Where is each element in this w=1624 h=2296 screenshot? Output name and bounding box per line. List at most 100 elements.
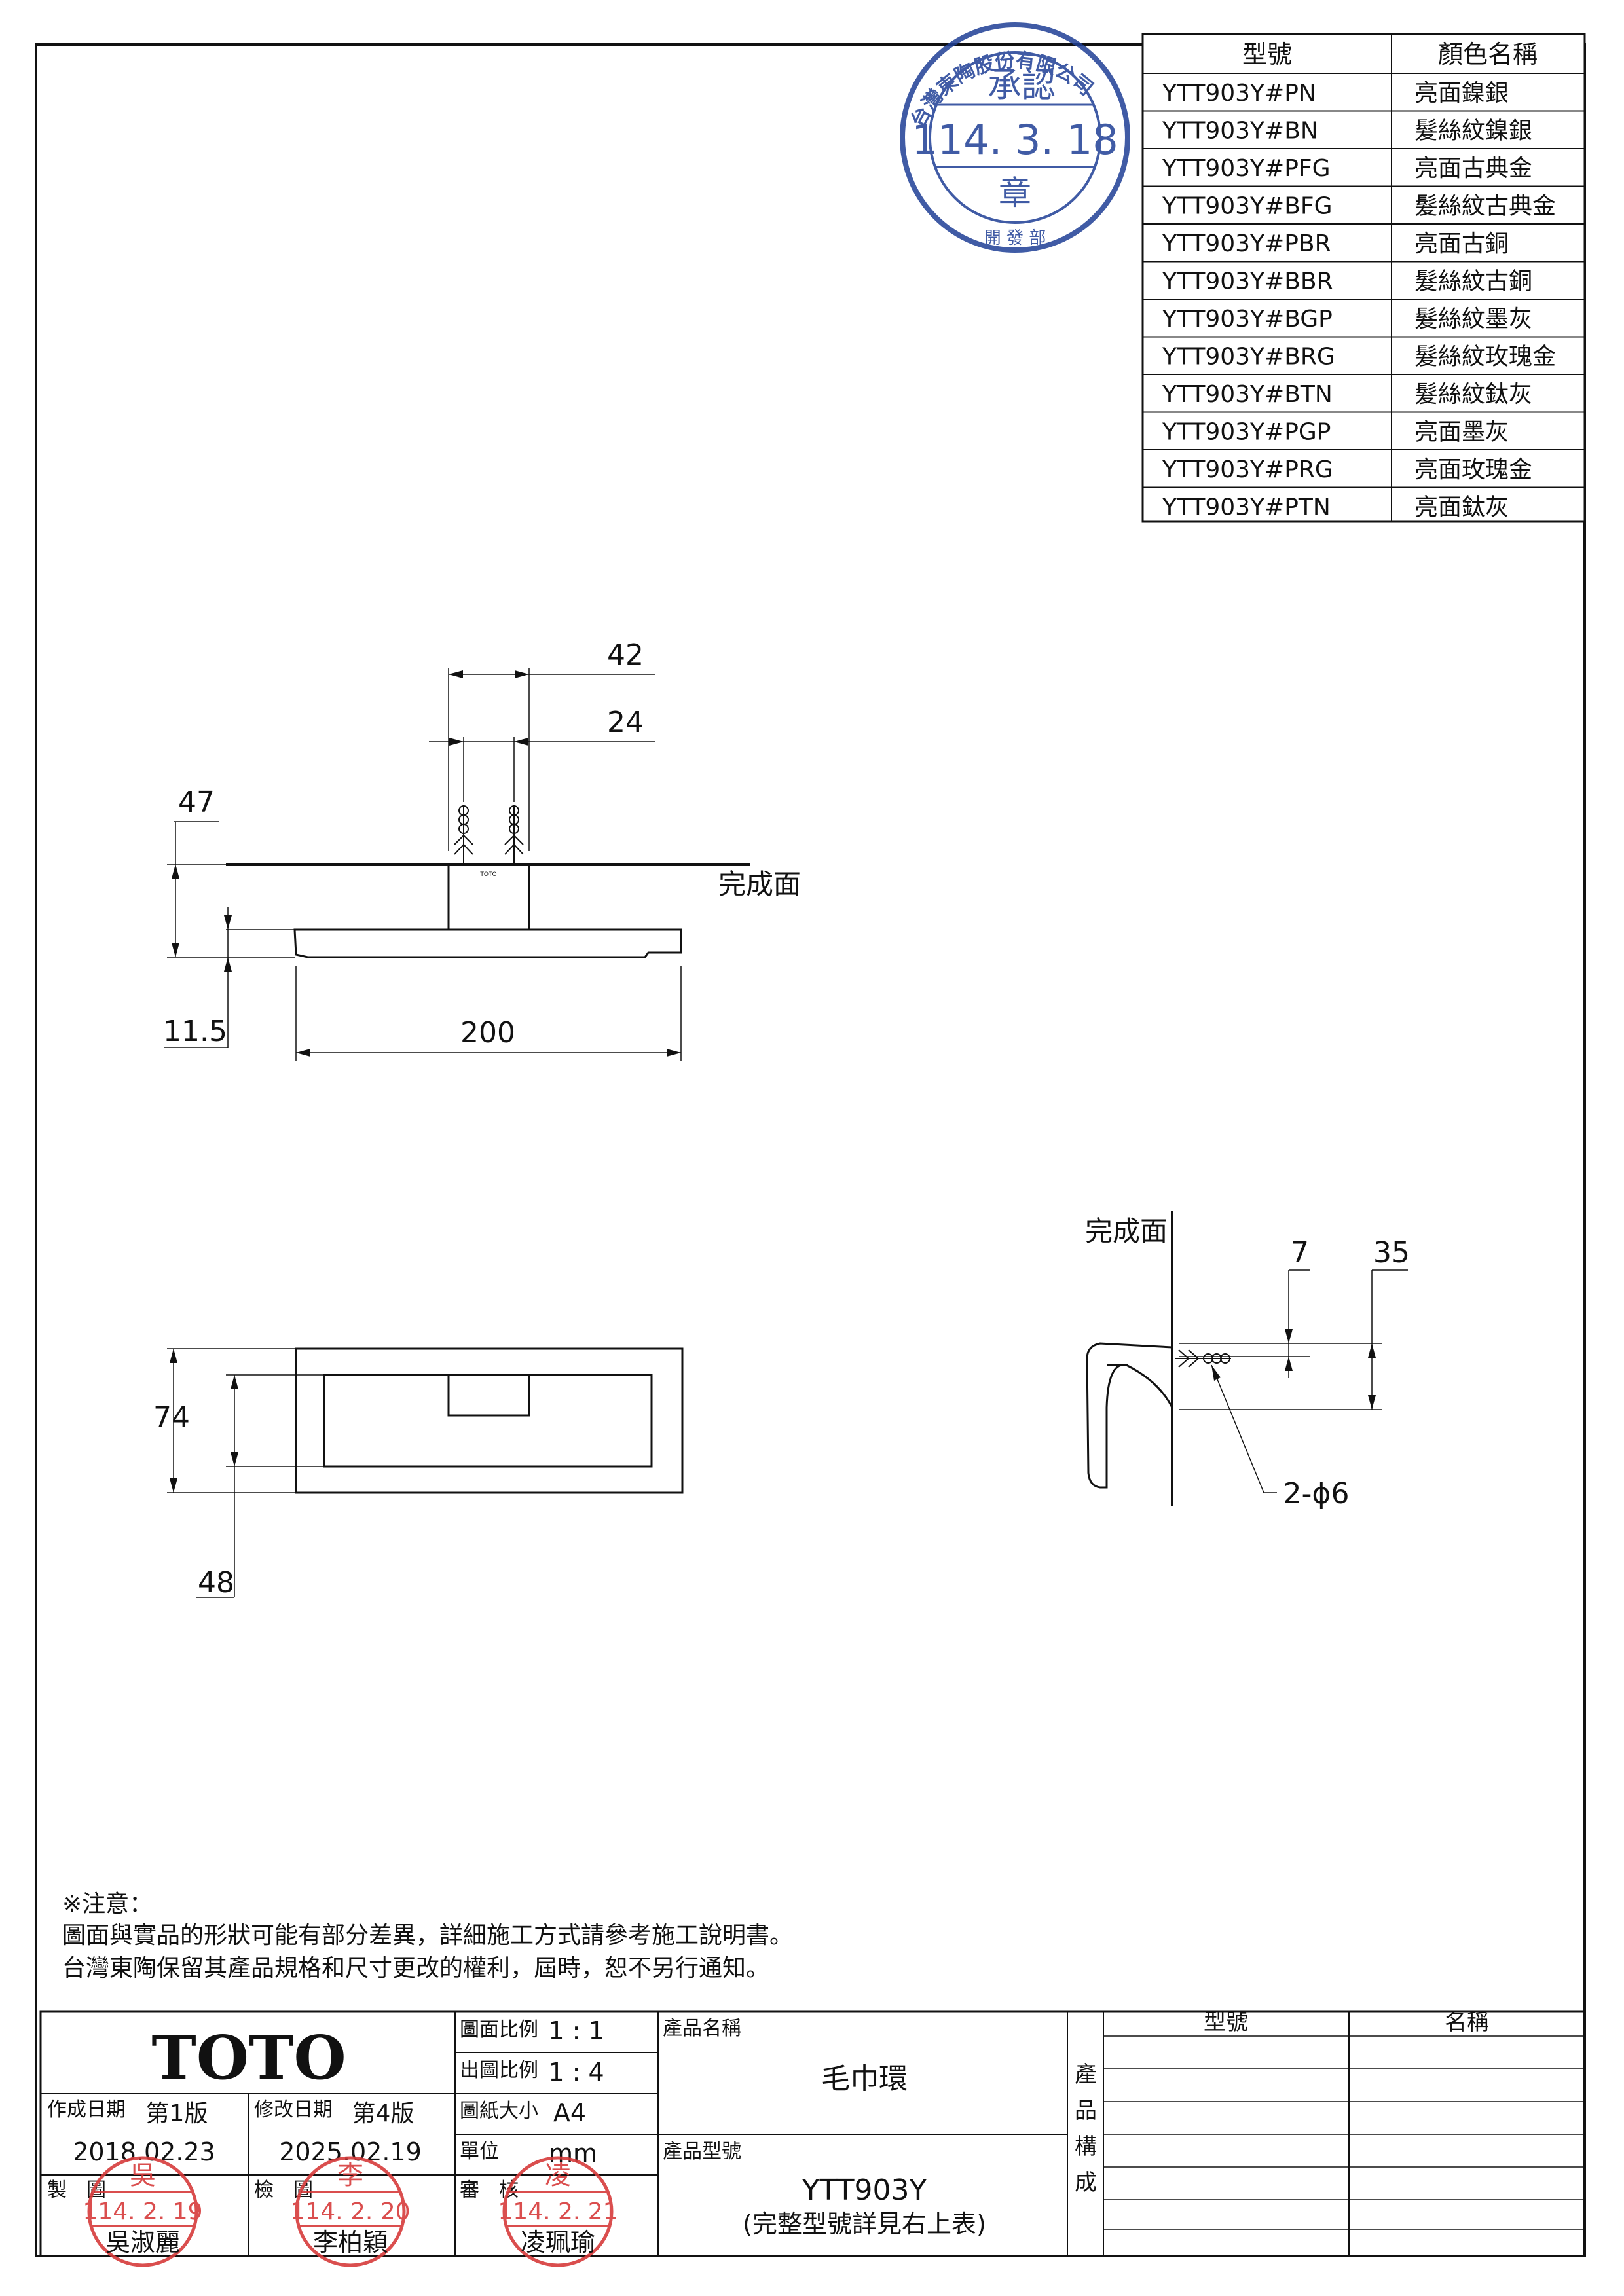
product-name: 毛巾環 (821, 2062, 908, 2096)
scale-value: 1 : 1 (548, 2016, 604, 2045)
color-table-color-cell: 亮面古典金 (1414, 155, 1532, 182)
stamp-title: 承認 (987, 66, 1056, 105)
color-table-model-cell: YTT903Y#BGP (1162, 306, 1333, 333)
top-post (447, 1374, 530, 1417)
reviewed-by: 凌珮瑜 (521, 2228, 595, 2257)
notes-title: ※注意： (62, 1891, 153, 1918)
modified-label: 修改日期 (254, 2098, 333, 2121)
color-table-model-cell: YTT903Y#BFG (1162, 193, 1333, 220)
color-table-color-cell: 亮面玫瑰金 (1414, 456, 1532, 483)
dim-200-label: 200 (460, 1016, 515, 1049)
dim-35-arrows (1368, 1343, 1376, 1410)
paper-label: 圖紙大小 (460, 2100, 538, 2123)
color-table-color-cell: 亮面墨灰 (1414, 419, 1509, 446)
color-table-model-cell: YTT903Y#BTN (1162, 381, 1333, 408)
stamp-bottom: 開 發 部 (984, 228, 1046, 248)
color-table-color-cell: 髮絲紋古典金 (1414, 193, 1556, 220)
created-date: 2018.02.23 (73, 2138, 215, 2166)
dim-74-arrows (170, 1349, 177, 1493)
color-table-model-cell: YTT903Y#PN (1162, 80, 1316, 107)
product-code: YTT903Y (802, 2174, 927, 2207)
hole-label: 2-ϕ6 (1283, 1477, 1350, 1510)
reviewed-stamp-ring (502, 2156, 614, 2267)
composition-char-1: 產 (1075, 2062, 1097, 2088)
dim-24-label: 24 (607, 706, 644, 739)
color-table-color-cell: 亮面古銅 (1414, 230, 1509, 257)
approval-stamp: 台灣東陶股份有限公司 承認 114. 3. 18 章 開 發 部 (900, 22, 1130, 253)
drawn-stamp-ring (87, 2156, 198, 2267)
checked-by: 李柏穎 (313, 2228, 388, 2257)
top-inner-frame (323, 1374, 653, 1468)
color-table-color-cell: 髮絲紋鎳銀 (1414, 118, 1532, 145)
dim-47-label: 47 (178, 786, 215, 819)
dim-7-arrows (1285, 1329, 1293, 1371)
checked-seal: 李 (337, 2160, 363, 2191)
title-block-frame (39, 2010, 1586, 2257)
reviewed-seal: 凌 (545, 2160, 571, 2191)
color-table-color-cell: 亮面鈦灰 (1414, 494, 1509, 521)
side-profile (1086, 1342, 1173, 1489)
composition-header-name: 名稱 (1445, 2009, 1489, 2035)
color-table-rows: YTT903Y#PN 亮面鎳銀 YTT903Y#BN 髮絲紋鎳銀 YTT903Y#PFG… (1143, 73, 1585, 521)
drawn-seal: 吳 (130, 2160, 156, 2191)
dim-115-arrows (224, 915, 232, 972)
color-table-model-cell: YTT903Y#PRG (1162, 456, 1333, 483)
color-table-model-cell: YTT903Y#PBR (1162, 230, 1331, 257)
top-view (167, 1347, 684, 1598)
modified-version: 第4版 (352, 2100, 415, 2127)
product-code-label: 產品型號 (663, 2140, 741, 2163)
unit-label: 單位 (460, 2140, 499, 2163)
front-brand-mark: TOTO (479, 871, 496, 878)
checked-date: 114. 2. 20 (290, 2198, 410, 2225)
front-bar (293, 928, 682, 958)
unit-value: mm (549, 2139, 597, 2168)
hole-leader (1211, 1364, 1264, 1493)
composition-header-model: 型號 (1204, 2009, 1248, 2035)
stamp-date: 114. 3. 18 (912, 116, 1118, 164)
color-table-model-cell: YTT903Y#PTN (1162, 494, 1331, 521)
hole-leader-arrow (1211, 1365, 1221, 1381)
color-table-model-cell: YTT903Y#BRG (1162, 344, 1335, 371)
color-table-frame (1141, 33, 1586, 523)
side-finish-label: 完成面 (1085, 1215, 1168, 1247)
created-label: 作成日期 (47, 2098, 126, 2121)
checked-stamp: 李 114. 2. 20 (290, 2156, 411, 2267)
color-table-header-model: 型號 (1242, 40, 1292, 69)
front-screw-left (454, 805, 473, 863)
color-table-model-cell: YTT903Y#BBR (1162, 268, 1333, 295)
composition-char-3: 構 (1075, 2134, 1097, 2160)
created-version: 第1版 (146, 2100, 208, 2127)
color-table-model-cell: YTT903Y#PFG (1162, 155, 1331, 182)
print-scale-value: 1 : 4 (548, 2058, 604, 2086)
front-finish-label: 完成面 (718, 868, 801, 900)
notes-line-2: 台灣東陶保留其產品規格和尺寸更改的權利，屆時，恕不另行通知。 (62, 1955, 769, 1982)
drawn-by: 吳淑麗 (105, 2228, 180, 2257)
paper-value: A4 (553, 2098, 586, 2127)
dim-115-label: 11.5 (163, 1015, 227, 1048)
checked-stamp-ring (295, 2156, 406, 2267)
dim-7-label: 7 (1291, 1236, 1309, 1269)
stamp-inner-ring (929, 51, 1101, 224)
color-table-color-cell: 髮絲紋古銅 (1414, 268, 1532, 295)
product-code-note: (完整型號詳見右上表) (743, 2210, 986, 2238)
drawn-date: 114. 2. 19 (83, 2198, 202, 2225)
front-view (164, 668, 750, 1061)
notes-line-1: 圖面與實品的形狀可能有部分差異，詳細施工方式請參考施工說明書。 (62, 1922, 793, 1949)
color-table-model-cell: YTT903Y#BN (1162, 118, 1318, 145)
toto-logo: TOTO (151, 2022, 346, 2093)
dim-35-label: 35 (1373, 1236, 1410, 1269)
color-table-color-cell: 髮絲紋鈦灰 (1414, 381, 1532, 408)
print-scale-label: 出圖比例 (460, 2059, 538, 2082)
color-table-color-cell: 亮面鎳銀 (1414, 80, 1509, 107)
title-block (39, 2010, 1586, 2257)
composition-char-4: 成 (1075, 2170, 1097, 2196)
side-view (1086, 1211, 1408, 1506)
stamp-outer-ring (900, 22, 1130, 253)
stamp-seal: 章 (999, 174, 1031, 212)
dim-42-label: 42 (607, 638, 644, 672)
top-outer-frame (295, 1347, 684, 1494)
color-table-color-cell: 髮絲紋玫瑰金 (1414, 344, 1556, 371)
dim-74-label: 74 (153, 1401, 190, 1434)
